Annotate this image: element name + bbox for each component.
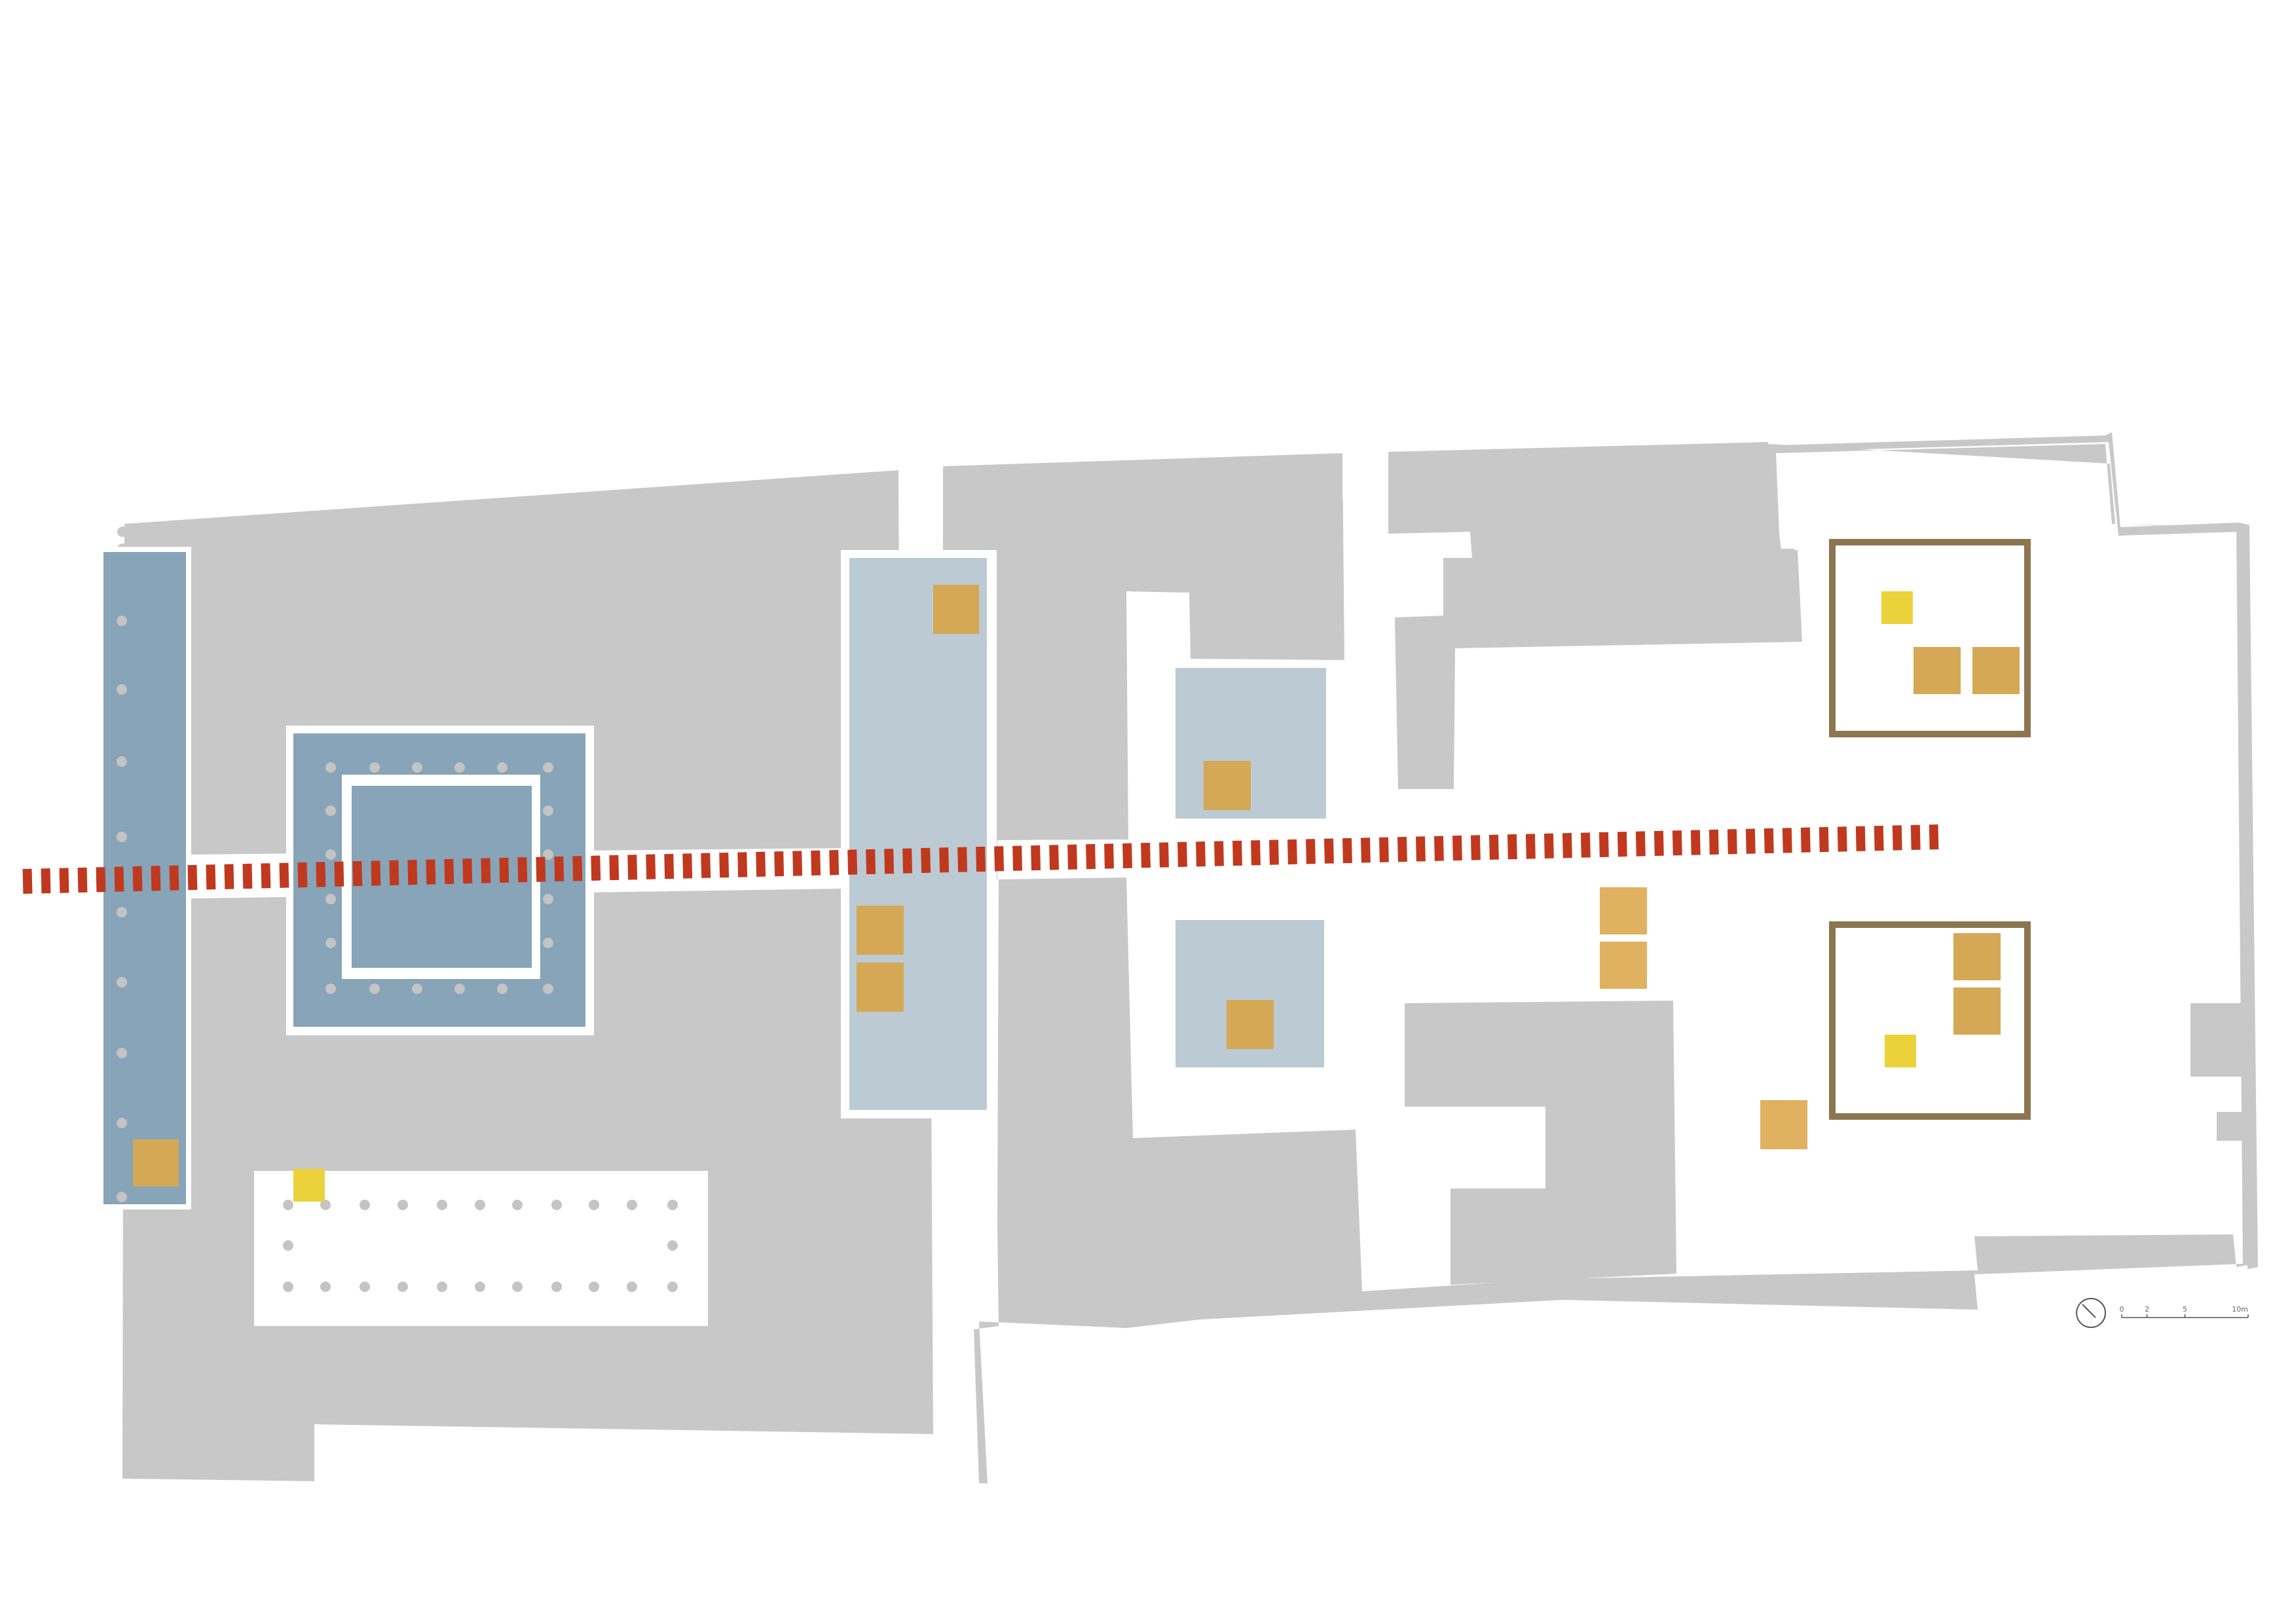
south-hall [254,1171,708,1326]
column-dot [117,832,127,842]
scale-bar: 0 2 5 10m [2120,1305,2249,1318]
column-dot [543,984,553,994]
pavilion [1972,647,2020,694]
north-enclosure [1829,539,2031,737]
column-dot [627,1282,637,1292]
column-dot [117,1048,127,1058]
column-dot [543,938,553,948]
pavilion [1600,887,1647,934]
column-dot [454,984,465,994]
column-dot [543,805,553,816]
pavilion [1953,933,2001,980]
pavilion [1760,1100,1807,1149]
column-dot [360,1200,370,1210]
column-dot [283,1200,293,1210]
scale-tick-label: 5 [2183,1305,2187,1314]
column-dot [589,1200,599,1210]
east-fragment-upper [2190,1003,2249,1077]
column-dot [667,1240,678,1251]
column-dot [325,894,336,904]
column-dot [397,1282,408,1292]
lower-middle-block [1405,1001,1676,1285]
columns [117,616,678,1292]
central-axis [22,824,1939,894]
column-dot [325,984,336,994]
altar [293,1169,325,1202]
column-dot [543,894,553,904]
scale-tick-label: 10m [2232,1305,2248,1314]
column-dot [325,849,336,860]
column-dot [589,1282,599,1292]
column-dot [117,1118,127,1128]
pavilion [933,585,979,634]
middle-long-court [849,558,987,1110]
pavilion [1953,987,2001,1035]
column-dot [283,1282,293,1292]
column-dot [360,1282,370,1292]
column-dot [325,762,336,773]
pavilions [133,585,2020,1187]
column-dot [475,1282,485,1292]
column-dot [412,984,422,994]
column-dot [117,756,127,767]
altars [293,591,1916,1202]
column-dot [117,1192,127,1202]
column-dot [283,1240,293,1251]
column-dot [667,1282,678,1292]
column-dot [497,984,508,994]
north-arrow-icon [2076,1298,2106,1328]
column-dot [320,1282,331,1292]
enclosures [1829,539,2031,1120]
east-fragment-lower [2217,1112,2249,1141]
ne-gap [1342,452,1388,498]
column-dot [117,907,127,917]
column-dot [437,1200,447,1210]
column-dot [497,762,508,773]
column-dot [397,1200,408,1210]
column-dot [475,1200,485,1210]
column-dot [454,762,465,773]
column-dot [512,1282,523,1292]
column-dot [320,1200,331,1210]
column-dot [437,1282,447,1292]
pavilion [1204,761,1251,810]
column-dot [117,684,127,695]
pavilion [1600,942,1647,989]
column-dot [627,1200,637,1210]
north-gap [898,464,943,557]
altar [1885,1035,1916,1067]
column-dot [325,805,336,816]
column-dot [512,1200,523,1210]
column-dot [369,762,380,773]
column-dot [543,849,553,860]
column-dot [369,984,380,994]
column-dot [543,762,553,773]
column-dot [551,1200,562,1210]
column-dot [667,1200,678,1210]
pavilion [133,1139,179,1187]
pavilion [857,906,904,955]
column-dot [325,938,336,948]
column-dot [117,977,127,987]
south-enclosure [1829,921,2031,1120]
scale-tick-label: 2 [2145,1305,2149,1314]
north-east-block [1388,442,1802,789]
pavilion [1913,647,1961,694]
scale-tick-label: 0 [2120,1305,2124,1314]
middle-block [943,444,2254,1483]
altar [1881,591,1913,624]
west-wall-stub [117,526,128,537]
pavilion [1227,1000,1274,1049]
column-dot [117,616,127,626]
column-dot [412,762,422,773]
column-dot [551,1282,562,1292]
pavilion [857,963,904,1012]
